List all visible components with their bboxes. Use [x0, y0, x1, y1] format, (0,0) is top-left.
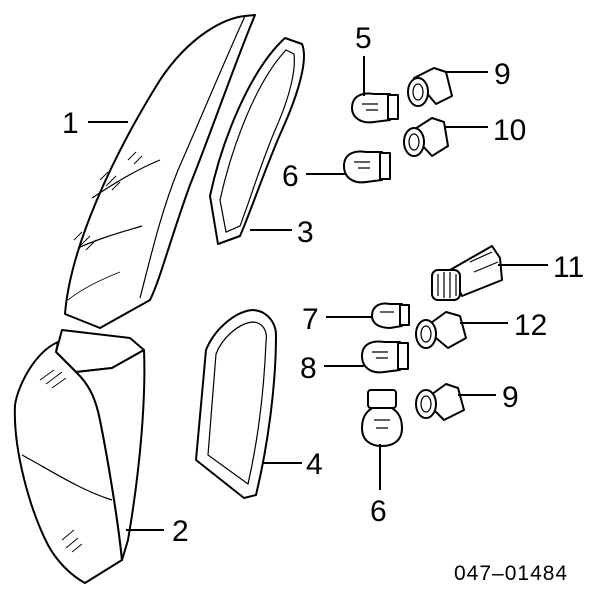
callout-2: 2 [172, 515, 189, 548]
callout-10: 10 [493, 114, 526, 147]
callout-6-lower: 6 [370, 495, 387, 528]
callout-9-lower: 9 [502, 381, 519, 414]
callout-6-upper: 6 [282, 160, 299, 193]
leader-lines [88, 56, 548, 531]
socket-11 [431, 245, 503, 301]
bulb-6-upper [343, 150, 391, 184]
callout-1: 1 [62, 107, 79, 140]
socket-9-upper [407, 67, 453, 107]
upper-lamp-lens [64, 14, 256, 329]
bulb-8 [361, 340, 409, 374]
callout-7: 7 [302, 303, 319, 336]
callout-9-upper: 9 [494, 58, 511, 91]
callout-3: 3 [297, 216, 314, 249]
bulb-7 [371, 302, 410, 329]
socket-12 [415, 311, 467, 349]
callout-12: 12 [514, 309, 547, 342]
lower-lamp-housing [13, 329, 146, 584]
callout-4: 4 [306, 448, 323, 481]
socket-10 [403, 117, 449, 157]
callout-11: 11 [553, 251, 584, 284]
lower-gasket [195, 309, 277, 499]
diagram-code: 047–01484 [454, 562, 568, 585]
bulb-6-lower [361, 389, 403, 447]
upper-gasket [209, 37, 305, 245]
bulb-5 [351, 92, 399, 124]
socket-9-lower [415, 383, 465, 421]
callout-8: 8 [300, 352, 317, 385]
callout-5: 5 [355, 22, 372, 55]
